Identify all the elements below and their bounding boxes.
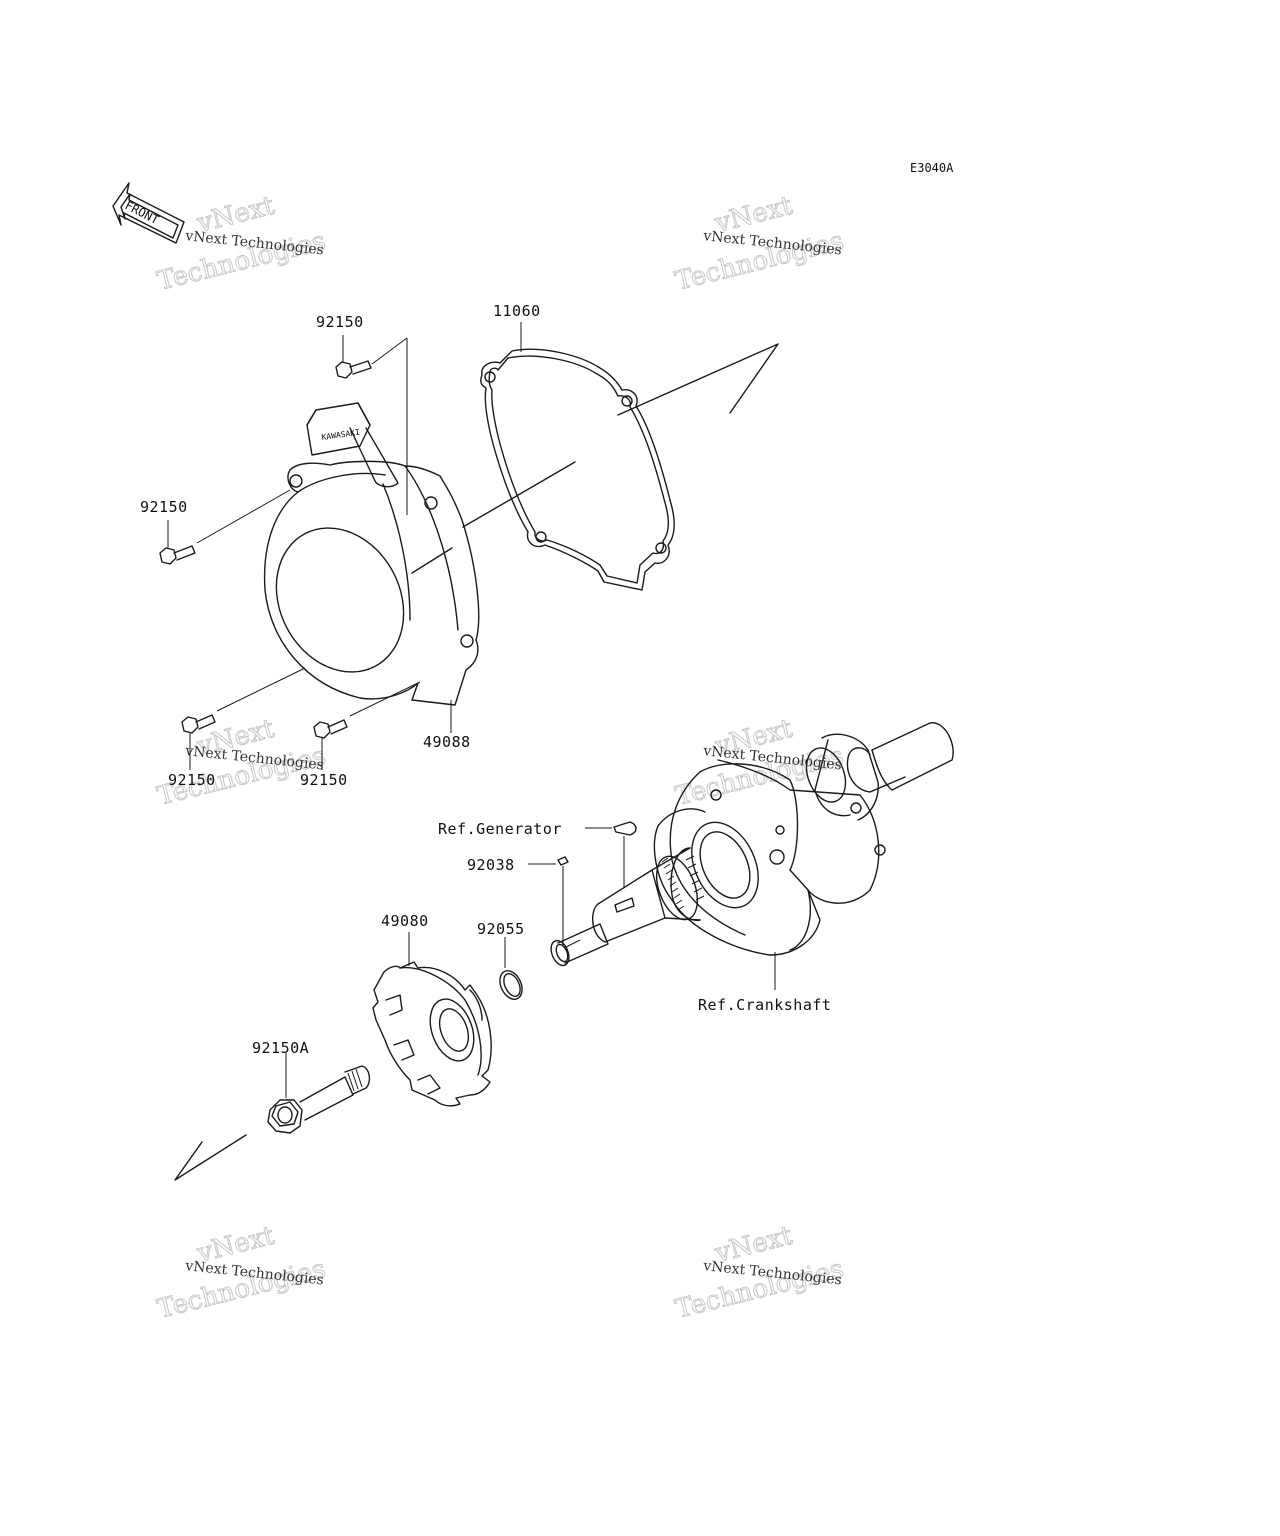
o-ring-92055 bbox=[499, 937, 523, 1000]
bolt-92150A bbox=[174, 1053, 371, 1181]
diagram-code: E3040A bbox=[910, 161, 954, 175]
callout-49088: 49088 bbox=[423, 733, 471, 751]
callout-92038: 92038 bbox=[467, 856, 515, 874]
generator-key bbox=[585, 821, 637, 888]
callout-ref-crankshaft: Ref.Crankshaft bbox=[698, 996, 831, 1014]
gasket-11060 bbox=[480, 348, 675, 591]
key-92038 bbox=[528, 856, 569, 945]
bolt-92150-bottom-right bbox=[313, 681, 421, 770]
callout-92150-bottom-right: 92150 bbox=[300, 771, 348, 789]
recoil-starter-cover-49088: KAWASAKI bbox=[263, 338, 480, 706]
watermark-top-right: vNext Technologies vNext Technologies bbox=[672, 190, 847, 297]
handle-brand-text: KAWASAKI bbox=[321, 428, 361, 442]
bolt-92150-left bbox=[159, 489, 291, 565]
callout-11060: 11060 bbox=[493, 302, 541, 320]
callout-49080: 49080 bbox=[381, 912, 429, 930]
callout-92055: 92055 bbox=[477, 920, 525, 938]
watermark-bottom-right: vNext Technologies vNext Technologies bbox=[672, 1220, 847, 1325]
callout-92150A: 92150A bbox=[252, 1039, 309, 1057]
starter-pulley-49080 bbox=[372, 932, 492, 1107]
callout-92150-left: 92150 bbox=[140, 498, 188, 516]
upper-assembly-axis bbox=[462, 343, 779, 528]
watermark-top-left: vNext Technologies vNext Technologies bbox=[154, 190, 329, 297]
callout-92150-top: 92150 bbox=[316, 313, 364, 331]
bolt-92150-top bbox=[335, 337, 408, 379]
watermark-bottom-left: vNext Technologies vNext Technologies bbox=[154, 1220, 329, 1325]
bolt-92150-bottom-left bbox=[181, 667, 306, 770]
callout-ref-generator: Ref.Generator bbox=[438, 820, 562, 838]
crankshaft-reference bbox=[550, 722, 954, 990]
watermark-mid-left: vNext Technologies vNext Technologies bbox=[154, 713, 329, 812]
callout-92150-bottom-left: 92150 bbox=[168, 771, 216, 789]
front-arrow-icon: FRONT bbox=[112, 182, 185, 244]
